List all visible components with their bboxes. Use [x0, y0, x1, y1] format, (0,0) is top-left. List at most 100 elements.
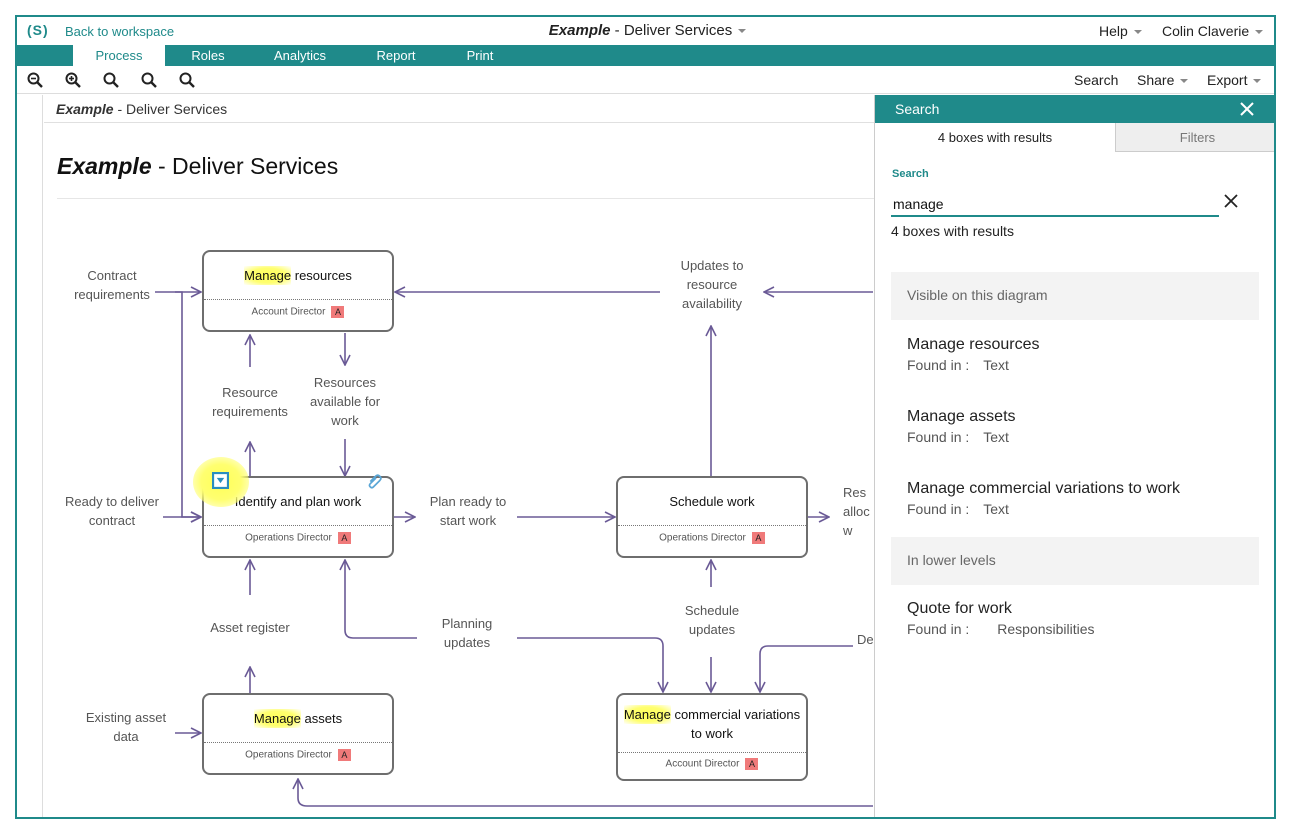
box-divider — [204, 742, 392, 743]
role-badge: A — [337, 749, 351, 761]
tab-report[interactable]: Report — [376, 48, 416, 63]
role-name: Operations Director — [245, 532, 332, 544]
box-title-rest: Schedule work — [669, 494, 755, 509]
zoom-width-icon[interactable] — [179, 72, 195, 88]
role-name: Account Director — [665, 758, 740, 770]
role-name: Operations Director — [659, 532, 746, 544]
flow-label-updates-to-resource-availability[interactable]: Updates to resource availability — [680, 258, 744, 311]
flow-label-asset-register[interactable]: Asset register — [210, 620, 290, 635]
diagram-title-italic: Example — [57, 153, 152, 179]
section-heading: In lower levels — [907, 552, 996, 568]
document-title-rest: - Deliver Services — [610, 22, 733, 39]
result-name: Quote for work — [907, 600, 1012, 617]
main-tabs: Process Roles Analytics Report Print — [17, 45, 1274, 66]
result-found-in: Found in :Text — [907, 501, 1257, 517]
box-title-rest: Identify and plan work — [234, 494, 362, 509]
chevron-down-icon — [1253, 79, 1262, 84]
role-name: Account Director — [251, 306, 326, 318]
user-name: Colin Claverie — [1162, 23, 1250, 39]
title-divider — [57, 198, 875, 199]
found-in-label: Found in : — [907, 429, 970, 445]
process-box-manage-resources[interactable]: Manage resources Account Director A — [202, 250, 394, 332]
result-found-in: Found in :Text — [907, 429, 1257, 445]
search-result[interactable]: Manage resources Found in :Text — [907, 336, 1257, 373]
section-heading: Visible on this diagram — [907, 287, 1048, 303]
process-box-manage-commercial-variations[interactable]: Manage commercial variations to work Acc… — [616, 693, 808, 781]
breadcrumb: Example - Deliver Services — [44, 95, 874, 123]
chevron-down-icon — [738, 29, 747, 34]
zoom-out-icon[interactable] — [27, 72, 43, 88]
search-result[interactable]: Manage assets Found in :Text — [907, 408, 1257, 445]
tab-filters[interactable]: Filters — [1115, 123, 1274, 152]
flow-label-resource-requirements[interactable]: Resource requirements — [212, 385, 288, 419]
chevron-down-icon — [1255, 30, 1264, 35]
user-menu[interactable]: Colin Claverie — [1162, 23, 1264, 39]
back-to-workspace-link[interactable]: Back to workspace — [65, 24, 175, 39]
diagram-title: Example - Deliver Services — [57, 153, 338, 180]
document-title-italic: Example — [548, 22, 611, 39]
flow-label-resources-available[interactable]: Resources available for work — [309, 375, 381, 428]
box-role: Operations Director A — [618, 532, 806, 544]
found-in-value: Responsibilities — [997, 621, 1095, 637]
close-icon[interactable] — [1239, 101, 1255, 117]
role-badge: A — [751, 532, 765, 544]
tab-print[interactable]: Print — [466, 48, 494, 63]
chevron-down-icon — [1133, 30, 1142, 35]
process-box-schedule-work[interactable]: Schedule work Operations Director A — [616, 476, 808, 558]
clear-search-icon[interactable] — [1224, 194, 1238, 208]
connector — [760, 645, 853, 692]
breadcrumb-rest: - Deliver Services — [113, 101, 228, 117]
search-input[interactable] — [891, 193, 1219, 217]
zoom-actual-icon[interactable] — [141, 72, 157, 88]
box-divider — [204, 299, 392, 300]
document-title[interactable]: Example - Deliver Services — [17, 22, 1274, 39]
attachment-icon[interactable] — [366, 472, 383, 489]
search-panel-tabs: 4 boxes with results Filters — [875, 123, 1274, 152]
flow-label-ready-to-deliver[interactable]: Ready to deliver contract — [65, 494, 159, 528]
tab-results[interactable]: 4 boxes with results — [875, 123, 1115, 152]
drilldown-icon[interactable] — [212, 472, 229, 489]
app-logo[interactable]: (S) — [27, 22, 49, 38]
flow-label-resources-allocated[interactable]: Res alloc w — [843, 485, 870, 538]
search-result[interactable]: Manage commercial variations to work Fou… — [907, 480, 1257, 517]
zoom-in-icon[interactable] — [65, 72, 81, 88]
role-badge: A — [337, 532, 351, 544]
zoom-fit-icon[interactable] — [103, 72, 119, 88]
connector — [345, 560, 417, 639]
flow-label-planning-updates[interactable]: Planning updates — [441, 616, 493, 650]
export-menu[interactable]: Export — [1207, 72, 1262, 88]
found-in-value: Text — [983, 357, 1009, 373]
app-window: (S) Back to workspace Example - Deliver … — [15, 15, 1276, 819]
search-button[interactable]: Search — [1074, 72, 1119, 88]
section-visible-on-diagram: Visible on this diagram — [891, 272, 1259, 320]
section-in-lower-levels: In lower levels — [891, 537, 1259, 585]
tab-process[interactable]: Process — [73, 45, 165, 66]
role-badge: A — [331, 306, 345, 318]
box-title: Manage assets — [204, 709, 392, 728]
tab-analytics[interactable]: Analytics — [273, 48, 327, 63]
result-found-in: Found in : Responsibilities — [907, 621, 1257, 637]
flow-label-contract-requirements[interactable]: Contract requirements — [74, 268, 150, 302]
box-title: Manage commercial variations to work — [618, 705, 806, 743]
help-menu[interactable]: Help — [1099, 23, 1142, 39]
box-title-rest: resources — [291, 268, 352, 283]
flow-label-existing-asset-data[interactable]: Existing asset data — [85, 710, 167, 744]
box-divider — [618, 525, 806, 526]
search-panel-header: Search — [875, 95, 1274, 123]
found-in-label: Found in : — [907, 621, 970, 637]
flow-label-schedule-updates[interactable]: Schedule updates — [684, 603, 740, 637]
search-highlight: Manage — [244, 266, 292, 285]
flow-label-de[interactable]: De — [857, 632, 874, 647]
box-title: Manage resources — [204, 266, 392, 285]
share-menu[interactable]: Share — [1137, 72, 1189, 88]
breadcrumb-text[interactable]: Example - Deliver Services — [56, 101, 227, 117]
chevron-down-icon — [1180, 79, 1189, 84]
box-title: Schedule work — [618, 494, 806, 509]
search-highlight: Manage — [623, 705, 671, 724]
search-highlight: Manage — [253, 709, 301, 728]
tab-roles[interactable]: Roles — [191, 48, 225, 63]
search-result[interactable]: Quote for work Found in : Responsibilitie… — [907, 600, 1257, 637]
flow-label-plan-ready[interactable]: Plan ready to start work — [429, 494, 507, 528]
